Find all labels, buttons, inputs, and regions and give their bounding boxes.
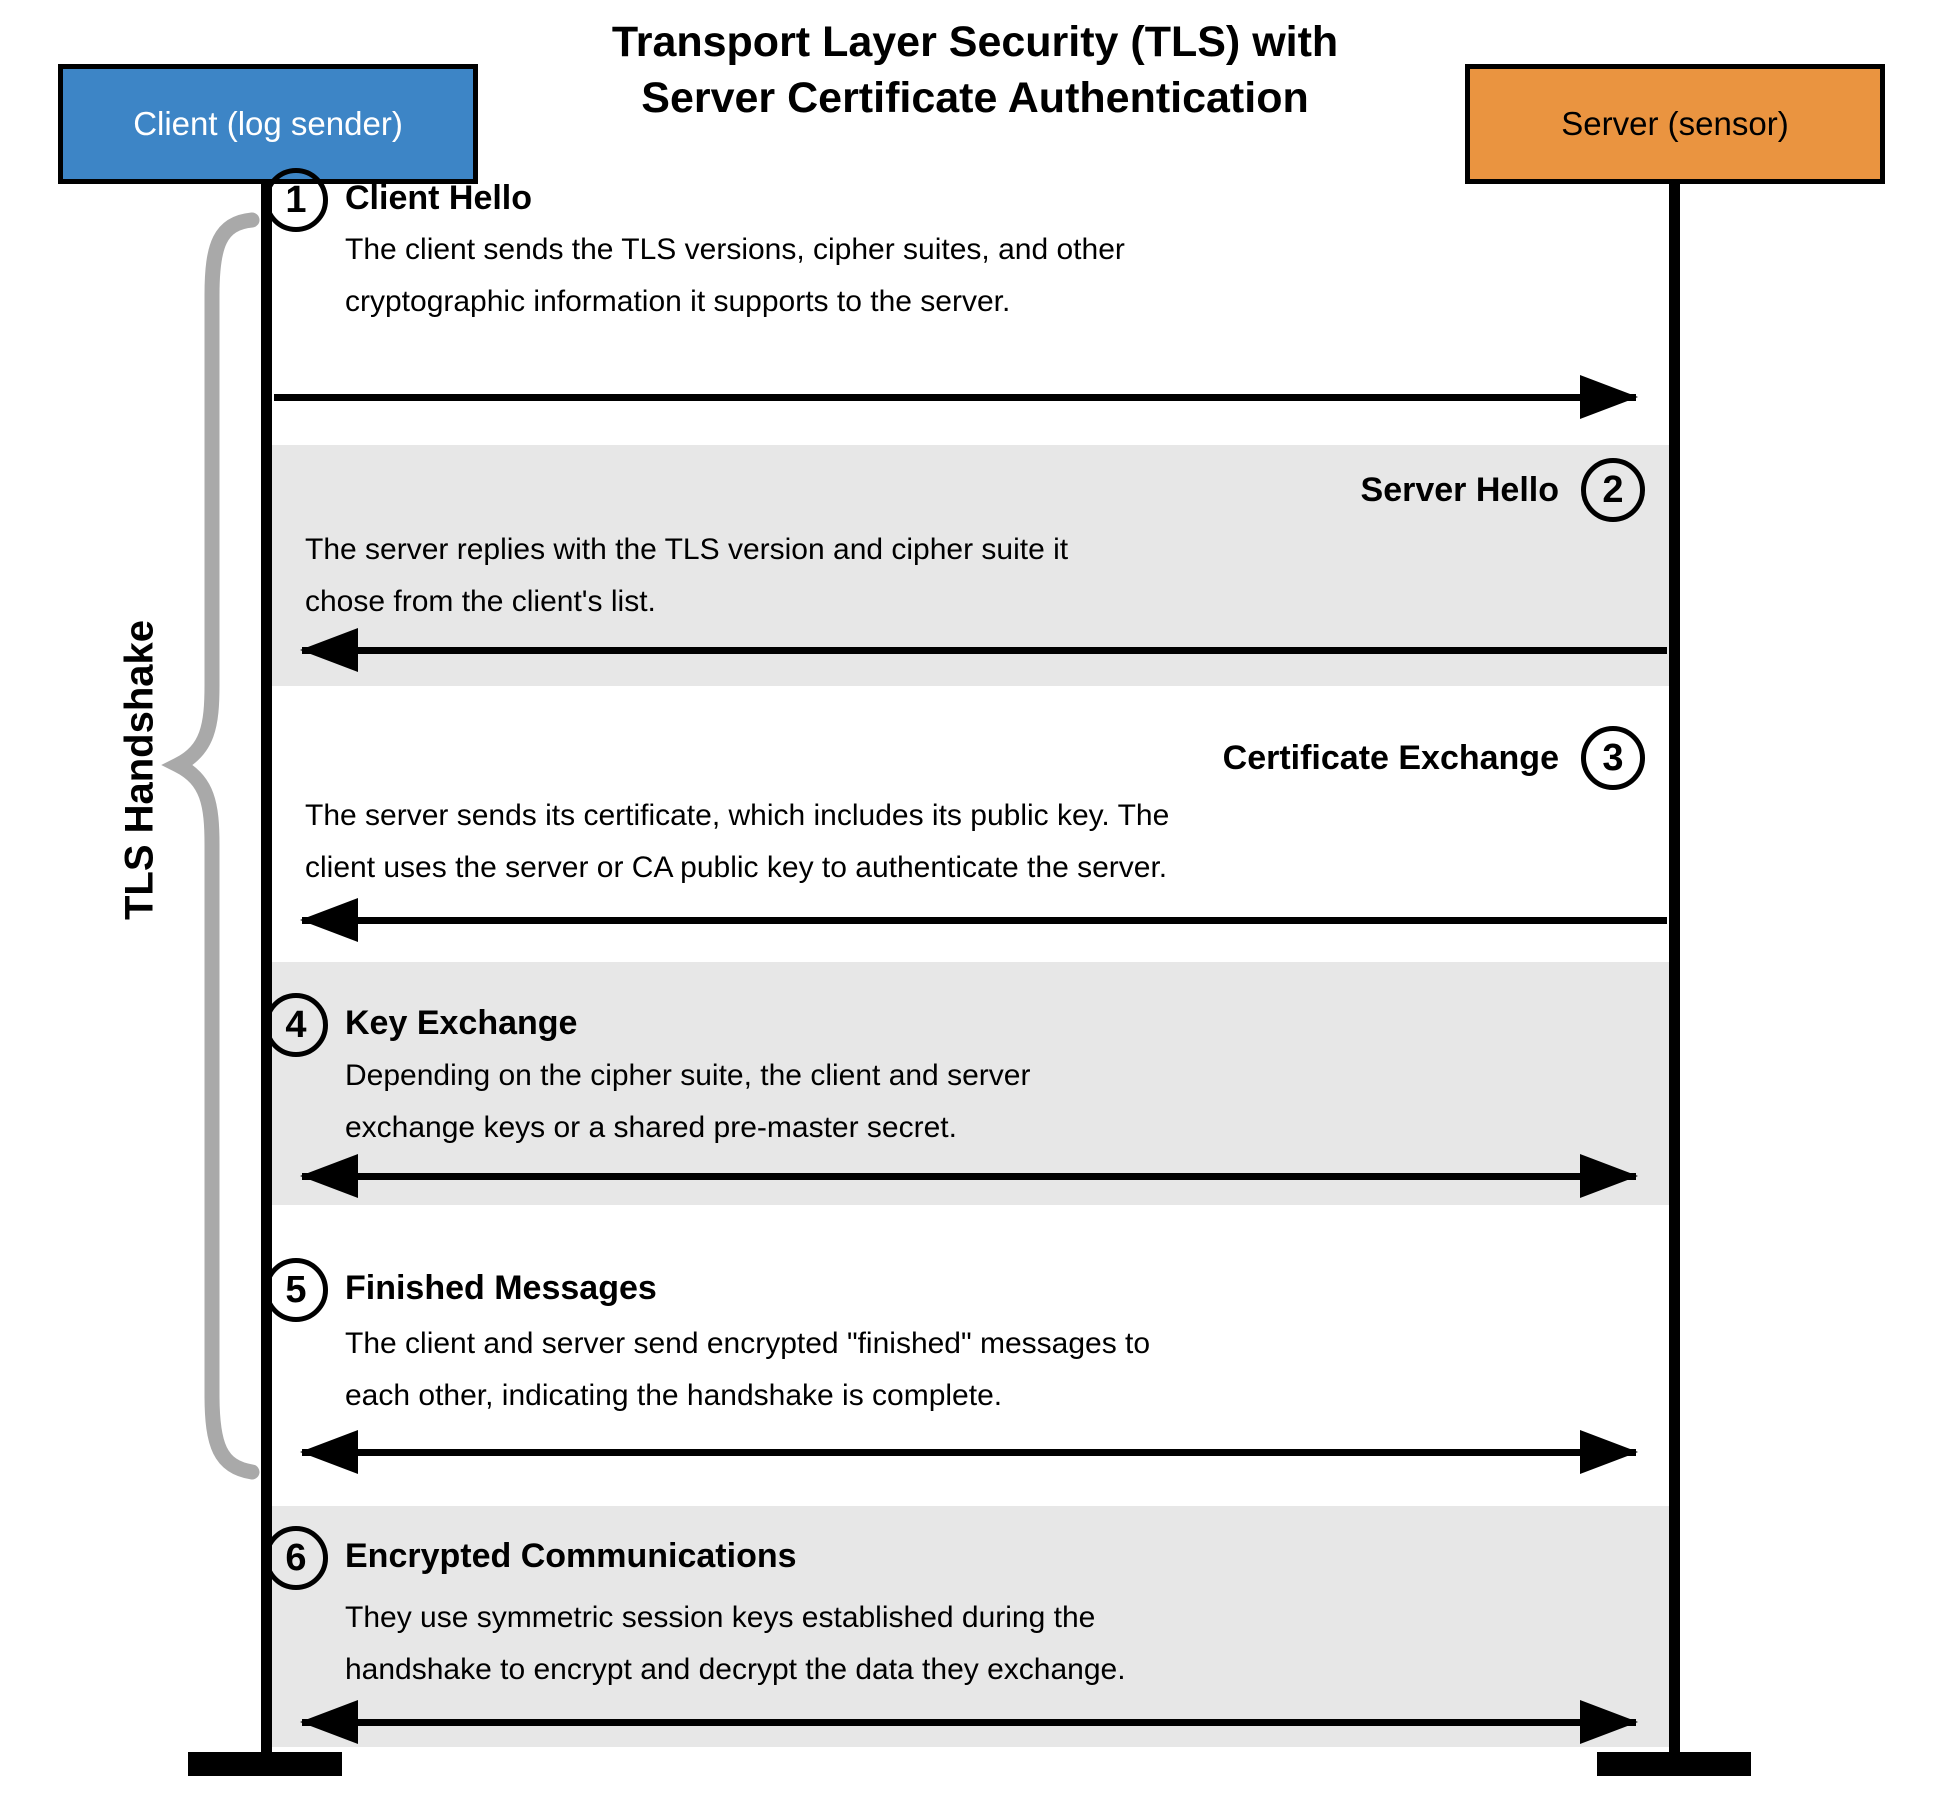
step1-number-badge: 1 <box>264 168 328 232</box>
client-actor-label: Client (log sender) <box>133 105 403 142</box>
server-actor-label: Server (sensor) <box>1561 105 1789 142</box>
arrow-shaft <box>302 1719 1636 1726</box>
step4-number-badge: 4 <box>264 993 328 1057</box>
step4-description: Depending on the cipher suite, the clien… <box>345 1050 1030 1154</box>
step1-description: The client sends the TLS versions, ciphe… <box>345 224 1125 328</box>
step5-description-line2: each other, indicating the handshake is … <box>345 1379 1003 1412</box>
step4-background-band <box>272 962 1669 1205</box>
step3-description: The server sends its certificate, which … <box>305 790 1169 894</box>
step4-title: Key Exchange <box>345 1004 578 1042</box>
diagram-title-line1: Transport Layer Security (TLS) with <box>611 18 1339 66</box>
step4-message-arrow <box>300 1154 1638 1198</box>
step6-message-arrow <box>300 1700 1638 1744</box>
arrowhead-right-icon <box>1580 1154 1638 1198</box>
diagram-title: Transport Layer Security (TLS) with Serv… <box>0 14 1950 126</box>
step3-message-arrow <box>300 898 1669 942</box>
step3-title-row: Certificate Exchange 3 <box>272 726 1645 790</box>
step2-description-line1: The server replies with the TLS version … <box>305 533 1069 566</box>
client-lifeline <box>261 182 272 1770</box>
step2-number-badge: 2 <box>1581 458 1645 522</box>
arrowhead-right-icon <box>1580 1430 1638 1474</box>
arrow-shaft <box>302 1173 1636 1180</box>
arrow-shaft <box>302 917 1667 924</box>
step3-description-line2: client uses the server or CA public key … <box>305 851 1168 884</box>
server-lifeline-terminator <box>1597 1752 1751 1776</box>
step1-message-arrow <box>272 375 1638 419</box>
client-lifeline-terminator <box>188 1752 342 1776</box>
step4-description-line1: Depending on the cipher suite, the clien… <box>345 1059 1031 1092</box>
arrow-shaft <box>274 394 1636 401</box>
server-actor-box: Server (sensor) <box>1465 64 1885 184</box>
step6-number-badge: 6 <box>264 1526 328 1590</box>
step1-title: Client Hello <box>345 179 533 217</box>
step5-title: Finished Messages <box>345 1269 657 1307</box>
step2-title-row: Server Hello 2 <box>272 458 1645 522</box>
step6-description-line1: They use symmetric session keys establis… <box>345 1601 1096 1634</box>
server-lifeline <box>1669 182 1680 1770</box>
step2-title: Server Hello <box>1360 470 1559 509</box>
step2-message-arrow <box>300 628 1669 672</box>
step3-title: Certificate Exchange <box>1222 738 1559 777</box>
step2-description: The server replies with the TLS version … <box>305 524 1068 628</box>
arrowhead-right-icon <box>1580 1700 1638 1744</box>
step6-description-line2: handshake to encrypt and decrypt the dat… <box>345 1653 1126 1686</box>
step5-number-badge: 5 <box>264 1258 328 1322</box>
arrowhead-right-icon <box>1580 375 1638 419</box>
step4-description-line2: exchange keys or a shared pre-master sec… <box>345 1111 957 1144</box>
arrow-shaft <box>302 1449 1636 1456</box>
step3-number-badge: 3 <box>1581 726 1645 790</box>
step6-background-band <box>272 1506 1669 1747</box>
handshake-group-label: TLS Handshake <box>117 619 162 921</box>
step1-description-line2: cryptographic information it supports to… <box>345 285 1011 318</box>
step5-description-line1: The client and server send encrypted "fi… <box>345 1327 1151 1360</box>
step2-background-band <box>272 445 1669 686</box>
diagram-title-line2: Server Certificate Authentication <box>641 74 1309 122</box>
step5-message-arrow <box>300 1430 1638 1474</box>
client-actor-box: Client (log sender) <box>58 64 478 184</box>
arrow-shaft <box>302 647 1667 654</box>
step5-description: The client and server send encrypted "fi… <box>345 1318 1150 1422</box>
step2-description-line2: chose from the client's list. <box>305 585 656 618</box>
step3-description-line1: The server sends its certificate, which … <box>305 799 1170 832</box>
step6-description: They use symmetric session keys establis… <box>345 1592 1126 1696</box>
step6-title: Encrypted Communications <box>345 1537 797 1575</box>
step1-description-line1: The client sends the TLS versions, ciphe… <box>345 233 1125 266</box>
handshake-group-brace <box>161 212 260 1480</box>
